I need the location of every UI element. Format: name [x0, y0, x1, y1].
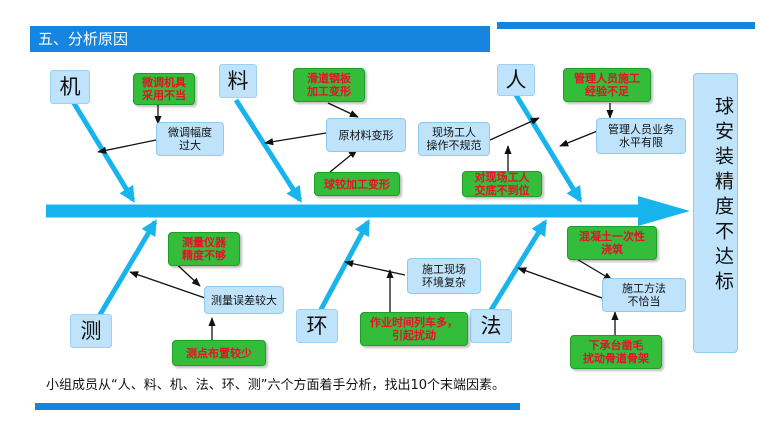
category-ce: 测: [70, 314, 112, 348]
cause-arrow: [327, 102, 359, 118]
category-fa: 法: [470, 309, 512, 343]
page-title: 五、分析原因: [38, 30, 129, 48]
cause-arrow: [97, 139, 157, 154]
category-ji: 机: [50, 70, 90, 104]
cause-fa-minor: 混凝土一次性 浇筑: [567, 226, 657, 260]
cause-arrow: [574, 257, 613, 281]
category-huan: 环: [296, 309, 338, 343]
cause-ren-main: 现场工人 操作不规范: [418, 122, 490, 156]
bone-ji: [69, 98, 136, 203]
bone-ren: [513, 93, 583, 203]
cause-arrow: [129, 271, 206, 299]
bone-ce: [95, 219, 158, 320]
cause-liao-minor: 滑道钢板 加工变形: [293, 68, 365, 102]
effect-box: 球安装精度不达标: [693, 73, 738, 353]
cause-ji-minor: 微调机具 采用不当: [133, 73, 195, 105]
bone-liao: [233, 98, 303, 203]
cause-fa-minor2: 下承台凿毛 扰动骨道骨架: [570, 335, 662, 369]
cause-ce-minor2: 测点布置较少: [172, 340, 266, 366]
category-ren: 人: [497, 64, 535, 96]
effect-label: 球安装精度不达标: [712, 96, 734, 296]
bottom-accent-line: [35, 403, 520, 410]
cause-liao-main: 原材料变形: [326, 118, 406, 152]
cause-ji-main: 微调幅度 过大: [156, 122, 224, 156]
cause-huan-main: 施工现场 环境复杂: [407, 258, 481, 294]
cause-arrow: [329, 149, 358, 173]
cause-arrow: [489, 117, 540, 141]
cause-liao-minor2: 球铰加工变形: [314, 172, 400, 196]
title-bar: 五、分析原因: [30, 26, 490, 52]
cause-ren-minor: 管理人员施工 经验不足: [563, 68, 651, 102]
cause-fa-main: 施工方法 不恰当: [602, 278, 686, 312]
cause-arrow: [344, 260, 406, 276]
cause-arrow: [559, 129, 601, 147]
bone-fa: [485, 219, 548, 317]
cause-arrow: [264, 132, 327, 146]
cause-ce-main: 测量误差较大: [204, 286, 284, 314]
cause-arrow: [517, 267, 603, 299]
summary-text: 小组成员从“人、料、机、法、环、测”六个方面着手分析，找出10个末端因素。: [46, 378, 506, 393]
cause-huan-minor: 作业时间列车多， 引起扰动: [360, 312, 468, 346]
cause-ren-minor2: 对现场工人 交底不到位: [462, 171, 542, 197]
category-liao: 料: [219, 64, 257, 98]
spine-arrowhead: [638, 196, 690, 226]
bone-huan: [315, 219, 371, 317]
cause-ce-minor: 测量仪器 精度不够: [168, 232, 240, 266]
top-accent-line: [497, 22, 755, 29]
cause-ren-main2: 管理人员业务 水平有限: [596, 118, 686, 154]
